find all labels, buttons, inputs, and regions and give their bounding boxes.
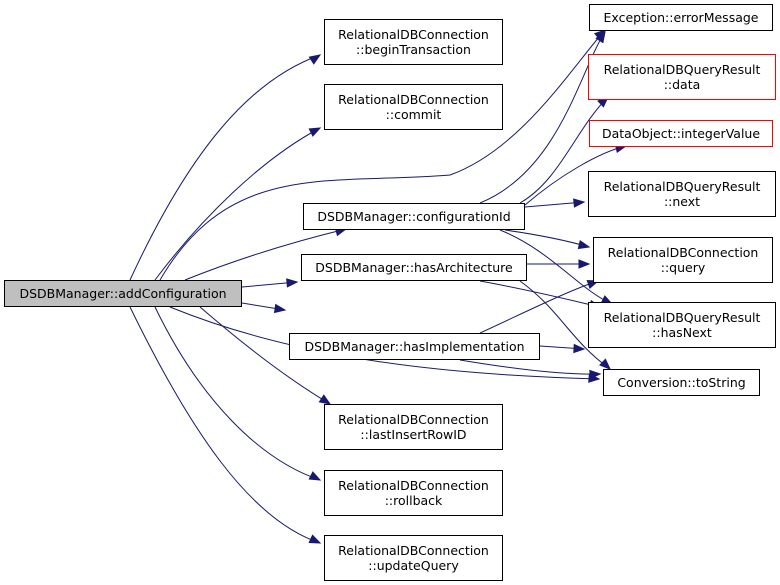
edge-add-config-to-update-query bbox=[129, 306, 321, 544]
arrowhead-13 bbox=[573, 198, 586, 208]
node-configuration-id[interactable]: DSDBManager::configurationId bbox=[303, 203, 525, 230]
edge-configuration-id-to-has-next bbox=[499, 229, 613, 305]
node-label: RelationalDBQueryResult bbox=[603, 179, 761, 194]
node-last-insert-row-id[interactable]: RelationalDBConnection ::lastInsertRowID bbox=[324, 404, 503, 450]
node-commit[interactable]: RelationalDBConnection ::commit bbox=[324, 84, 503, 130]
node-query-result-next[interactable]: RelationalDBQueryResult ::next bbox=[588, 171, 776, 217]
node-error-message[interactable]: Exception::errorMessage bbox=[589, 4, 773, 31]
node-label: Exception::errorMessage bbox=[603, 10, 759, 25]
edge-add-config-to-commit bbox=[154, 127, 321, 281]
arrowhead-14 bbox=[577, 239, 591, 250]
node-query-result-has-next[interactable]: RelationalDBQueryResult ::hasNext bbox=[588, 302, 776, 348]
node-integer-value[interactable]: DataObject::integerValue bbox=[589, 120, 773, 147]
node-label: ::hasNext bbox=[652, 325, 712, 340]
node-label: ::next bbox=[663, 194, 701, 209]
node-connection-query[interactable]: RelationalDBConnection ::query bbox=[593, 237, 773, 283]
arrowhead-4 bbox=[273, 303, 287, 314]
node-label: Conversion::toString bbox=[617, 375, 746, 390]
node-label: DataObject::integerValue bbox=[601, 126, 761, 141]
node-label: RelationalDBQueryResult bbox=[603, 62, 761, 77]
node-label: ::rollback bbox=[384, 493, 443, 508]
arrowhead-10 bbox=[595, 30, 606, 44]
arrowhead-1 bbox=[308, 127, 322, 137]
node-label: RelationalDBConnection bbox=[338, 92, 489, 107]
node-has-architecture[interactable]: DSDBManager::hasArchitecture bbox=[301, 254, 527, 281]
node-label: ::data bbox=[663, 77, 701, 92]
edge-configuration-id-to-data bbox=[519, 96, 609, 204]
edge-has-implementation-to-query bbox=[479, 280, 599, 334]
node-label: ::lastInsertRowID bbox=[360, 427, 467, 442]
node-query-result-data[interactable]: RelationalDBQueryResult ::data bbox=[588, 54, 776, 100]
edge-has-architecture-to-to-string bbox=[519, 280, 611, 370]
edge-add-config-to-configuration-id bbox=[184, 228, 347, 281]
arrowhead-21 bbox=[589, 369, 602, 380]
edge-add-config-to-begin-transaction bbox=[129, 54, 321, 281]
node-label: ::beginTransaction bbox=[356, 42, 471, 57]
arrowhead-20 bbox=[573, 343, 586, 354]
node-label: RelationalDBQueryResult bbox=[603, 310, 761, 325]
node-label: DSDBManager::hasArchitecture bbox=[315, 260, 513, 275]
arrowhead-18 bbox=[599, 358, 611, 370]
node-update-query[interactable]: RelationalDBConnection ::updateQuery bbox=[324, 535, 503, 581]
node-has-implementation[interactable]: DSDBManager::hasImplementation bbox=[289, 333, 540, 360]
edge-configuration-id-to-error-message bbox=[479, 31, 606, 204]
node-begin-transaction[interactable]: RelationalDBConnection ::beginTransactio… bbox=[324, 19, 503, 65]
arrowhead-8 bbox=[308, 471, 322, 481]
edge-add-config-to-last-insert-row-id bbox=[199, 306, 331, 405]
arrowhead-0 bbox=[308, 54, 322, 65]
node-label: RelationalDBConnection bbox=[607, 245, 759, 260]
arrowhead-3 bbox=[286, 278, 299, 288]
arrowhead-9 bbox=[308, 534, 322, 544]
node-label: DSDBManager::addConfiguration bbox=[19, 286, 227, 301]
node-label: RelationalDBConnection bbox=[338, 478, 489, 493]
node-label: DSDBManager::hasImplementation bbox=[304, 339, 525, 354]
arrowhead-16 bbox=[578, 259, 591, 269]
node-rollback[interactable]: RelationalDBConnection ::rollback bbox=[324, 470, 503, 516]
node-label: RelationalDBConnection bbox=[338, 27, 489, 42]
arrowhead-7 bbox=[318, 394, 332, 405]
node-to-string[interactable]: Conversion::toString bbox=[603, 369, 760, 396]
node-add-configuration[interactable]: DSDBManager::addConfiguration bbox=[4, 280, 242, 307]
node-label: RelationalDBConnection bbox=[338, 412, 489, 427]
node-label: ::updateQuery bbox=[368, 558, 459, 573]
node-label: ::query bbox=[660, 260, 706, 275]
node-label: DSDBManager::configurationId bbox=[317, 209, 511, 224]
edge-add-config-to-error-message bbox=[159, 29, 606, 281]
node-label: ::commit bbox=[385, 107, 442, 122]
edge-add-config-to-rollback bbox=[154, 306, 321, 481]
node-label: RelationalDBConnection bbox=[338, 543, 489, 558]
edge-has-implementation-to-to-string bbox=[459, 359, 601, 375]
